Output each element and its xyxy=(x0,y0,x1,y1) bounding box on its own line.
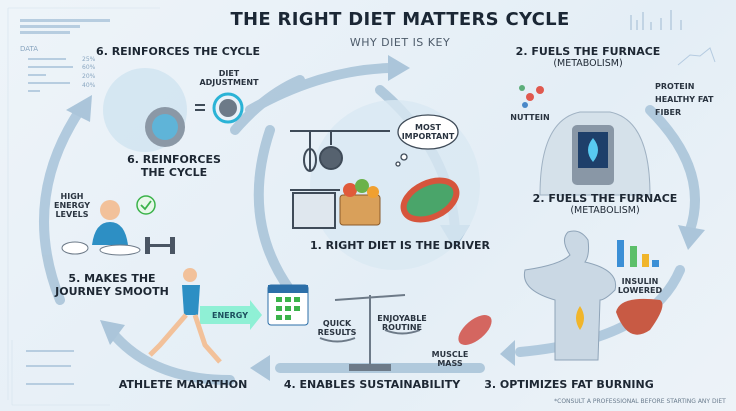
liver-icon xyxy=(616,298,663,335)
nutrient-healthy-fat: HEALTHY FAT xyxy=(655,95,714,104)
step4-label: 4. ENABLES SUSTAINABILITY xyxy=(283,378,461,391)
decor-percent: 60% xyxy=(82,64,96,71)
energy-arrow xyxy=(200,300,262,330)
dial-icon xyxy=(212,92,244,124)
decor-percent: 25% xyxy=(82,56,96,63)
nutrient-list: PROTEIN HEALTHY FAT FIBER xyxy=(655,80,713,119)
muscle-icon xyxy=(458,315,492,345)
basket-illustration xyxy=(339,179,381,226)
nutrient-protein: PROTEIN xyxy=(655,82,695,91)
page-title: THE RIGHT DIET MATTERS CYCLE xyxy=(230,9,570,30)
page-subtitle: WHY DIET IS KEY xyxy=(349,36,451,49)
decor-percent: 20% xyxy=(82,73,96,80)
step2-heading: 2. FUELS THE FURNACE(METABOLISM) xyxy=(515,45,661,69)
kitchen-illustration xyxy=(290,130,390,229)
runner-illustration xyxy=(148,268,222,364)
checkmark-icon xyxy=(136,195,156,215)
step6-heading: 6. REINFORCES THE CYCLE xyxy=(96,45,260,58)
gear-icon xyxy=(145,107,185,147)
step2-label: 2. FUELS THE FURNACE(METABOLISM) xyxy=(532,192,678,216)
decor-bars xyxy=(20,19,110,385)
decor-chart-right xyxy=(630,10,716,66)
fat-burning-body-illustration xyxy=(523,230,617,361)
athlete-marathon-label: ATHLETE MARATHON xyxy=(118,378,248,391)
insulin-bar-chart xyxy=(617,240,659,267)
thought-bubble xyxy=(395,114,459,167)
nutrient-fiber: FIBER xyxy=(655,108,682,117)
decor-percent: 40% xyxy=(82,82,96,89)
decor-data-label: DATA xyxy=(20,45,39,53)
molecule-icon xyxy=(519,85,544,108)
man-with-meal-illustration xyxy=(61,200,175,256)
balance-scale-icon xyxy=(319,294,421,371)
energy-label: ENERGY xyxy=(212,311,248,320)
nutrient-label: NUTTEIN xyxy=(510,113,550,122)
step1-label: 1. RIGHT DIET IS THE DRIVER xyxy=(310,239,490,252)
furnace-body-illustration xyxy=(539,111,651,196)
footnote: *CONSULT A PROFESSIONAL BEFORE STARTING … xyxy=(554,398,726,405)
calendar-icon xyxy=(267,284,309,326)
decor-grid xyxy=(7,7,160,406)
step3-label: 3. OPTIMIZES FAT BURNING xyxy=(484,378,654,391)
running-track-icon xyxy=(400,177,460,223)
